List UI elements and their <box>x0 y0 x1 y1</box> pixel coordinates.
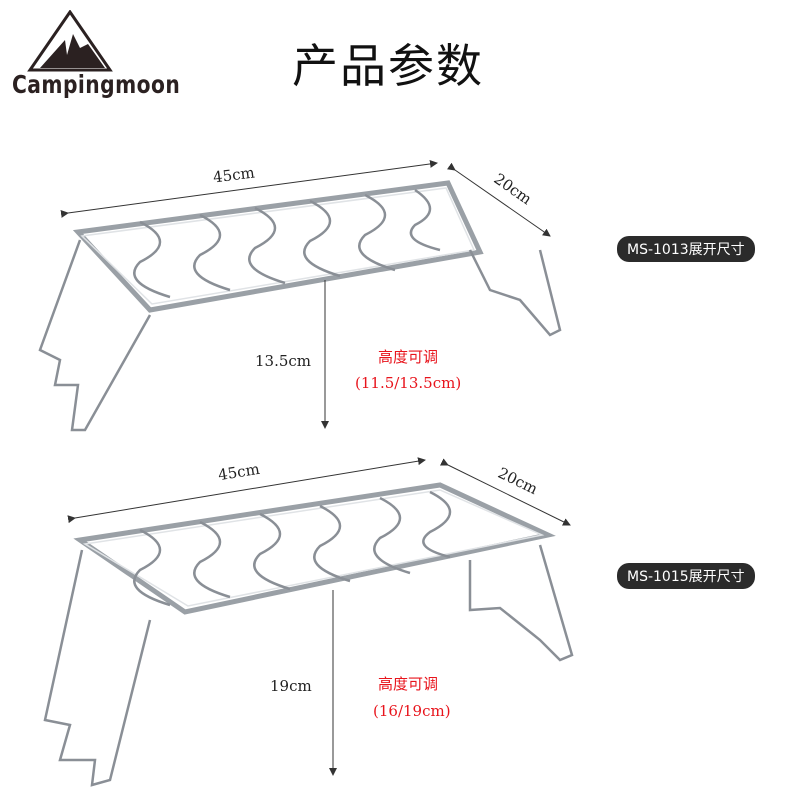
brand-name: Campingmoon <box>12 70 181 99</box>
model-badge-2: MS-1015展开尺寸 <box>617 563 755 589</box>
rack-ms-1015 <box>43 457 574 787</box>
page-title: 产品参数 <box>292 39 484 93</box>
rack-ms-1013 <box>38 159 562 432</box>
height-label-1: 13.5cm <box>255 352 312 370</box>
height-label-2: 19cm <box>270 677 312 695</box>
adjustable-height-label-1: 高度可调 <box>378 348 439 366</box>
adjustable-height-label-2: 高度可调 <box>378 675 439 693</box>
model-badge-1: MS-1013展开尺寸 <box>617 236 755 262</box>
adjust-range-1: (11.5/13.5cm) <box>355 374 462 392</box>
mountain-logo-icon <box>27 10 113 72</box>
adjust-range-2: (16/19cm) <box>373 702 451 720</box>
